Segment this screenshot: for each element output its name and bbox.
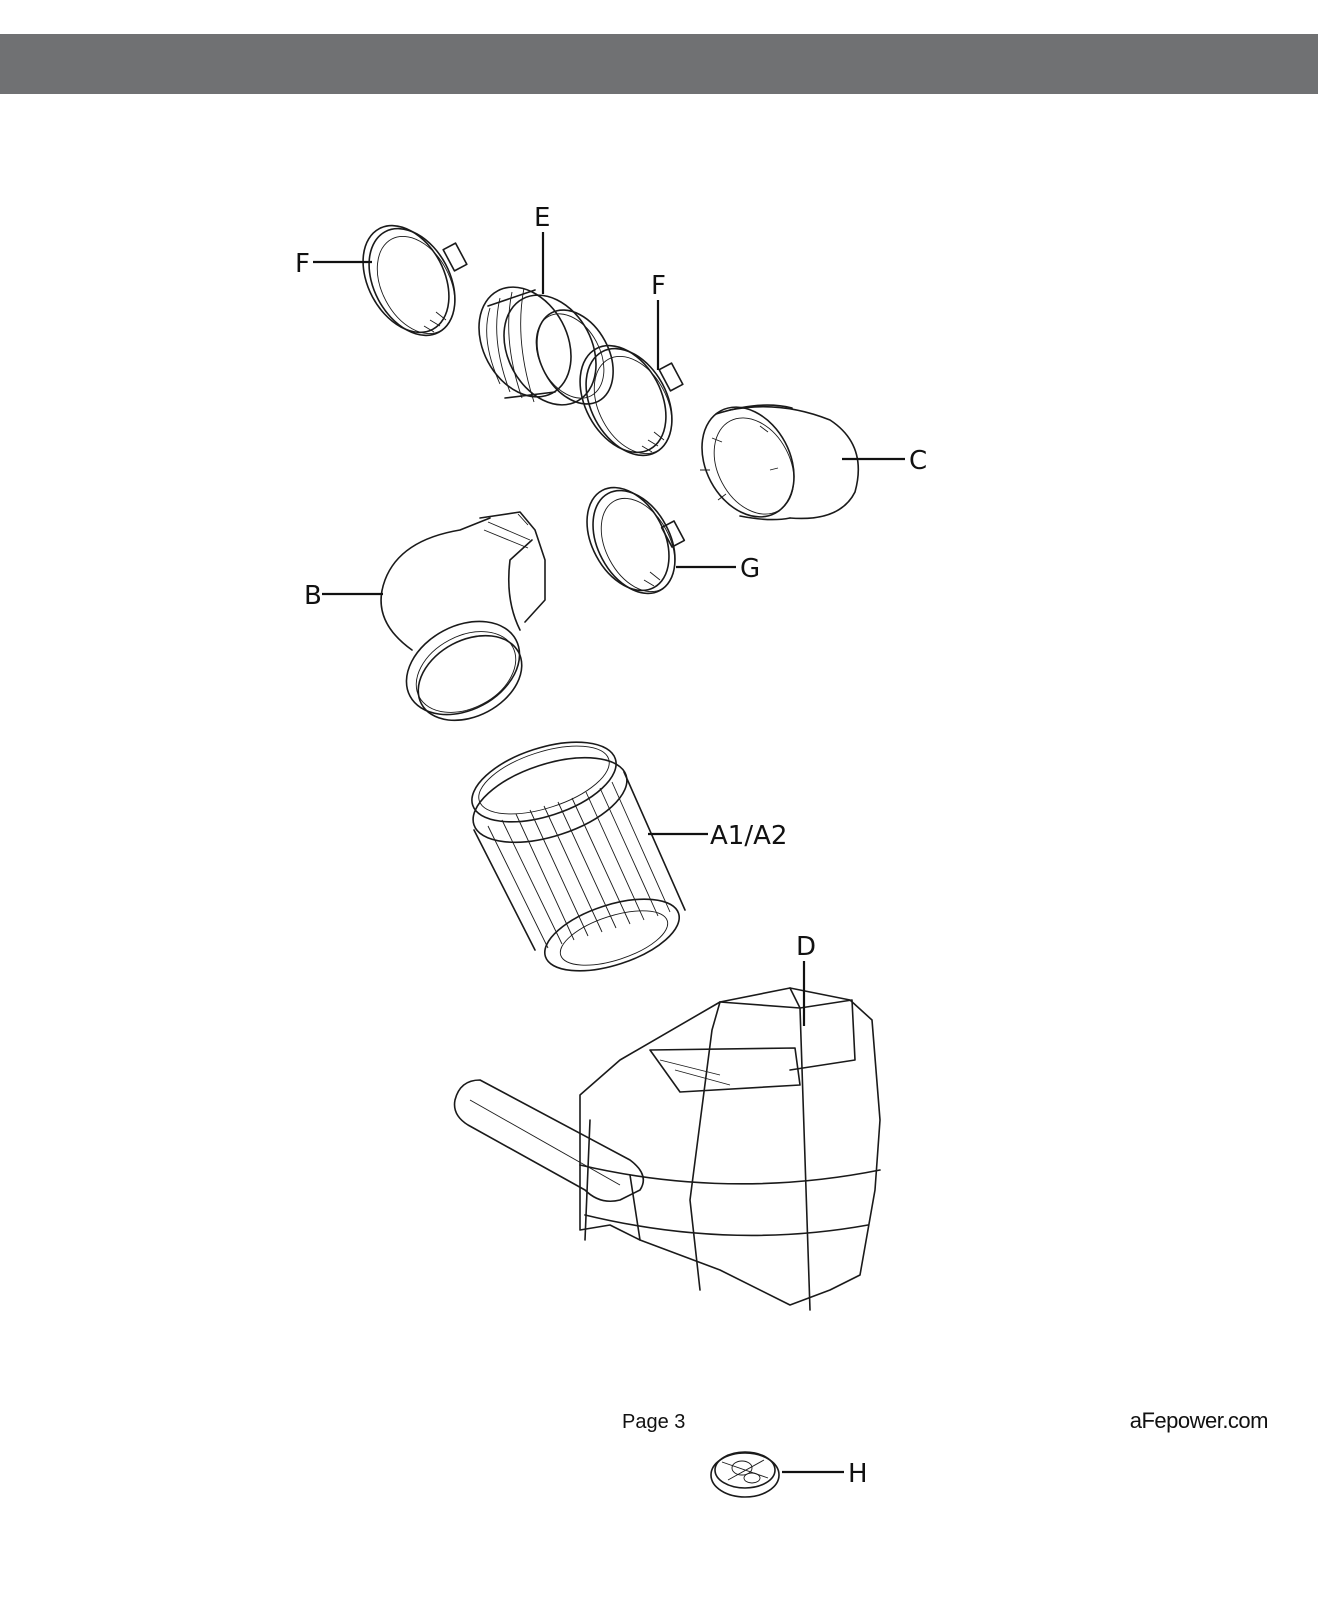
part-a1a2-air-filter bbox=[471, 741, 686, 972]
part-e-coupler bbox=[478, 286, 614, 406]
callout-h: H bbox=[848, 1459, 868, 1489]
callout-d: D bbox=[796, 932, 816, 962]
part-b-elbow-tube bbox=[380, 511, 546, 722]
part-h-cap bbox=[710, 1451, 780, 1498]
part-c-elbow bbox=[700, 404, 860, 521]
callout-c: C bbox=[909, 446, 927, 476]
page-number: Page 3 bbox=[622, 1411, 686, 1433]
part-f-clamp-top-left bbox=[362, 224, 468, 337]
callout-f-top-left: F bbox=[295, 249, 310, 279]
callout-f-middle: F bbox=[651, 271, 666, 301]
website-url: aFepower.com bbox=[1129, 1408, 1269, 1433]
callout-e: E bbox=[534, 203, 550, 233]
header-bar bbox=[0, 34, 1318, 94]
callout-a1a2: A1/A2 bbox=[710, 821, 787, 851]
callout-b: B bbox=[304, 581, 322, 611]
callout-g: G bbox=[740, 554, 760, 584]
part-d-airbox bbox=[453, 987, 881, 1311]
part-g-clamp bbox=[586, 486, 686, 595]
part-f-clamp-middle bbox=[579, 344, 684, 457]
